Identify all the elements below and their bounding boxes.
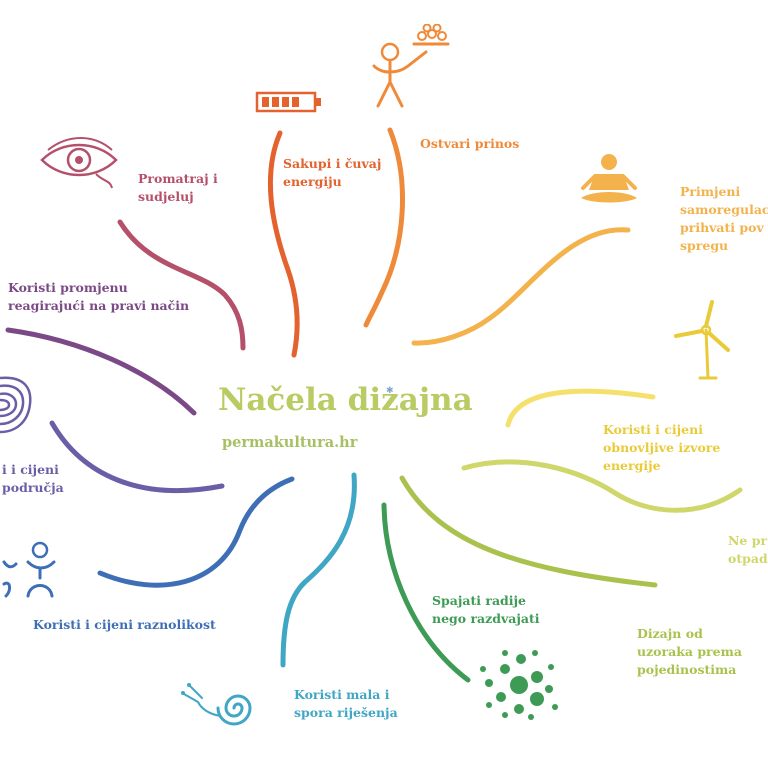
curve-ostvari: [363, 127, 405, 328]
label-spajati: Spajati radije nego razdvajati: [432, 593, 540, 626]
snail-icon: [181, 683, 252, 726]
curve-uzoraka: [399, 475, 658, 588]
curve-promatraj: [117, 219, 246, 351]
curve-spajati: [381, 502, 471, 683]
curve-otpad: [461, 459, 743, 513]
diagram-title: Načela dizajna: [218, 382, 473, 418]
curve-mala: [280, 472, 357, 668]
network-dots-icon: [480, 650, 558, 720]
label-mala: Koristi mala i spora riješenja: [294, 687, 398, 720]
wind-turbine-icon: [674, 300, 730, 380]
label-promatraj: Promatraj i sudjeluj: [138, 171, 218, 204]
curve-obnovljive: [505, 388, 656, 428]
label-raznolikost: Koristi i cijeni raznolikost: [33, 617, 216, 632]
meditation-icon: [581, 154, 637, 203]
curve-podrucja: [49, 420, 225, 494]
contour-icon: [0, 376, 32, 434]
diagram-subtitle: permakultura.hr: [222, 434, 358, 451]
battery-icon: [255, 91, 321, 113]
label-promjenu: Koristi promjenu reagirajući na pravi na…: [8, 280, 190, 313]
label-ostvari: Ostvari prinos: [420, 136, 520, 151]
label-uzoraka: Dizajn od uzoraka prema pojedinostima: [637, 626, 742, 677]
label-sakupi: Sakupi i čuvaj energiju: [283, 156, 382, 189]
harvest-person-icon: [372, 24, 450, 108]
people-icon: [2, 541, 56, 598]
label-primjeni: Primjeni samoregulac prihvati pov spregu: [680, 184, 768, 253]
asterisk-icon: ✱: [386, 386, 394, 396]
eye-icon: [40, 137, 118, 189]
label-obnovljive: Koristi i cijeni obnovljive izvore energ…: [603, 422, 721, 473]
label-otpad: Ne pr otpad: [728, 533, 768, 566]
label-podrucja: i i cijeni područja: [2, 462, 64, 495]
curve-sakupi: [267, 130, 300, 358]
curve-primjeni: [411, 227, 631, 346]
curve-promjenu: [5, 327, 197, 416]
curve-raznolikost: [97, 476, 295, 588]
